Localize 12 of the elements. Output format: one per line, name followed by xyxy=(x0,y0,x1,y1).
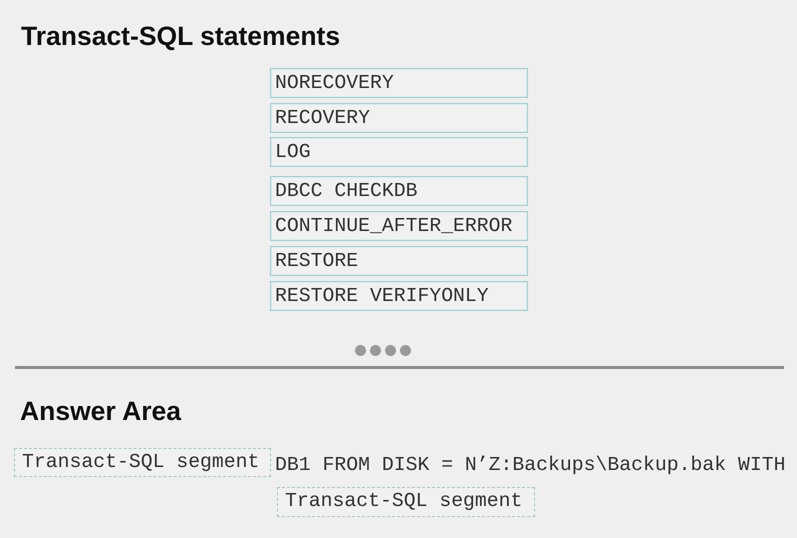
answer-choice: LOG xyxy=(270,137,528,167)
answer-choice: RESTORE VERIFYONLY xyxy=(270,281,528,311)
answer-choice: RESTORE xyxy=(270,246,528,276)
title: Transact-SQL statements xyxy=(21,21,340,51)
code-text: DB1 FROM DISK = N’Z:Backups\Backup.bak WITH xyxy=(275,453,786,478)
answer-choice: CONTINUE_AFTER_ERROR xyxy=(270,211,528,241)
answer-choice: RECOVERY xyxy=(270,103,528,133)
answer-choice: NORECOVERY xyxy=(270,68,528,98)
answer-choice: DBCC CHECKDB xyxy=(270,176,528,206)
section-heading: Answer Area xyxy=(20,396,182,426)
drop-zone: Transact-SQL segment xyxy=(14,448,271,477)
drop-zone: Transact-SQL segment xyxy=(277,487,535,517)
